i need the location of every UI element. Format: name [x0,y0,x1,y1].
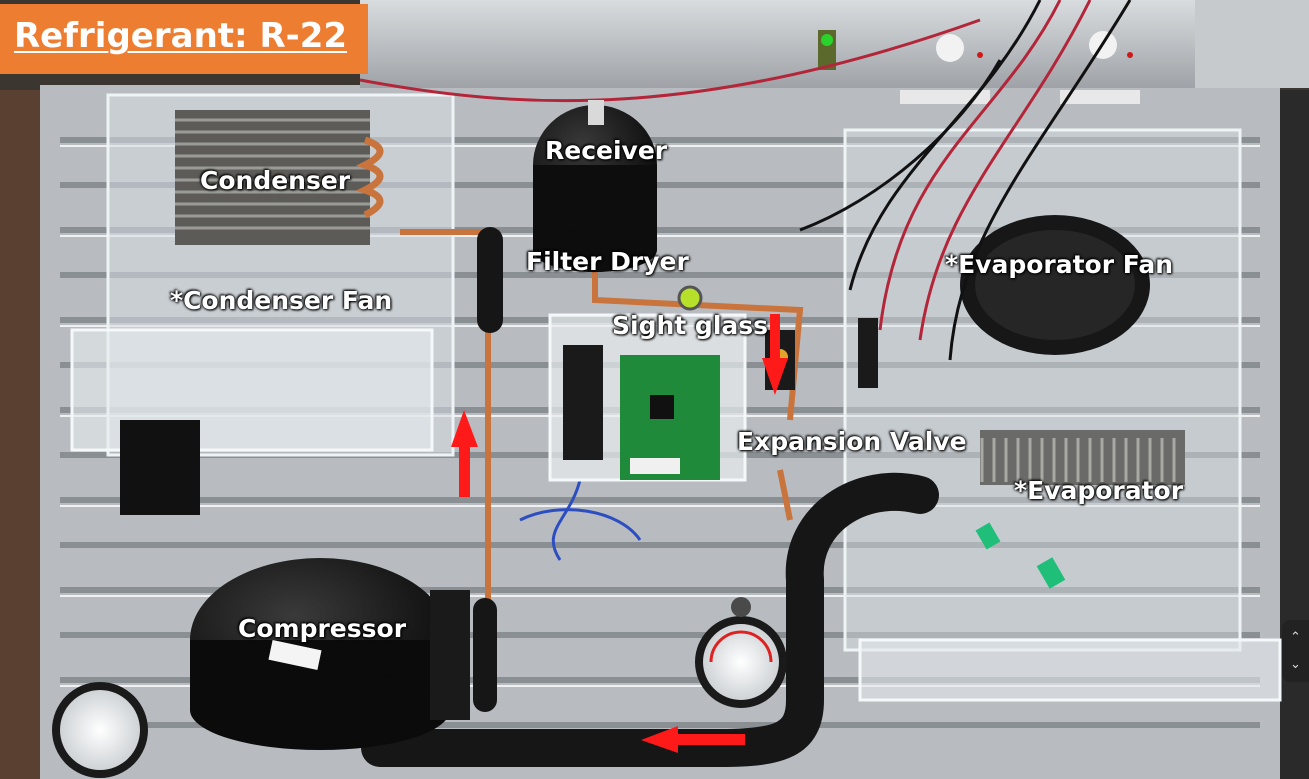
label-evaporator-fan: *Evaporator Fan [945,250,1174,279]
label-filter-dryer: Filter Dryer [526,247,689,276]
flow-arrow-up [451,410,478,497]
sight-glass-window [677,285,703,311]
compressor-unit [190,558,470,750]
label-compressor: Compressor [238,614,407,643]
control-board [548,313,747,482]
suction-hose [361,227,939,767]
pressure-gauges [52,597,787,778]
condenser-enclosure [70,93,455,515]
label-evaporator: *Evaporator [1014,476,1184,505]
receiver-tank [533,100,657,272]
label-receiver: Receiver [545,136,668,165]
refrigerant-title-banner: Refrigerant: R-22 [0,4,368,74]
refrigerant-title: Refrigerant: R-22 [14,16,348,56]
label-condenser: Condenser [200,166,351,195]
label-expansion-valve: Expansion Valve [737,427,967,456]
flow-arrows [451,314,788,753]
top-control-rail [360,0,1309,104]
flow-arrow-left [641,726,745,753]
scroll-up-icon[interactable]: ⌃ [1290,630,1301,645]
scroll-down-icon[interactable]: ⌄ [1290,657,1301,672]
flow-arrow-down [762,314,788,395]
scroll-control[interactable]: ⌃ ⌄ [1282,620,1309,682]
label-condenser-fan: *Condenser Fan [170,286,393,315]
label-sight-glass: Sight glass [612,311,769,340]
wiring [359,0,1132,561]
